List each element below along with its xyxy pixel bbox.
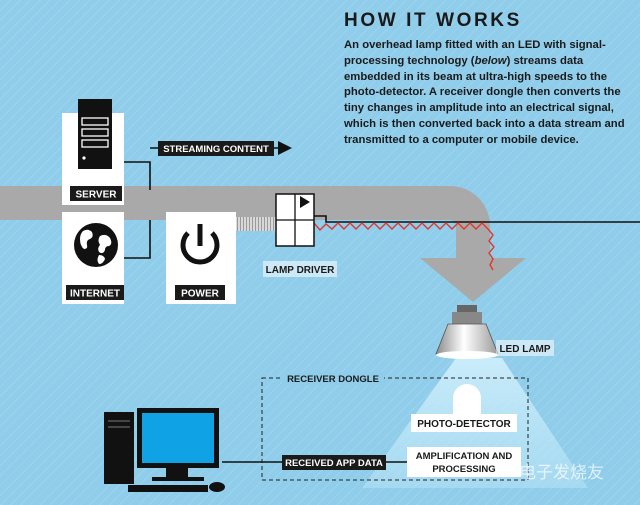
receiver-dongle-label: RECEIVER DONGLE (287, 374, 379, 385)
description-part2: ) streams data embedded in its beam at u… (344, 54, 625, 146)
power-box: POWER (166, 212, 236, 304)
amplification-label-line2: PROCESSING (432, 464, 495, 475)
power-spring (236, 217, 276, 231)
globe-icon (74, 223, 118, 267)
page-title: HOW IT WORKS (344, 10, 522, 31)
amplification-label-line1: AMPLIFICATION AND (416, 451, 513, 462)
watermark: 电子发烧友 (519, 463, 604, 483)
led-lamp: LED LAMP (435, 305, 554, 359)
arrow-icon (278, 141, 292, 155)
internet-label: INTERNET (70, 289, 120, 300)
received-app-data-label: RECEIVED APP DATA (285, 458, 383, 469)
lamp-driver-label: LAMP DRIVER (266, 265, 335, 276)
computer-icon (104, 408, 225, 492)
internet-box: INTERNET (62, 212, 124, 304)
receiver-dongle: RECEIVER DONGLE (261, 372, 529, 481)
description-emphasis: below (474, 54, 507, 67)
server-box: SERVER (62, 99, 124, 205)
received-app-data-tag: RECEIVED APP DATA (282, 455, 386, 470)
photo-detector-label: PHOTO-DETECTOR (417, 419, 511, 430)
streaming-content-tag: STREAMING CONTENT (158, 141, 274, 156)
led-lamp-label: LED LAMP (499, 344, 550, 355)
server-label: SERVER (76, 190, 118, 201)
photo-detector: PHOTO-DETECTOR (411, 384, 517, 432)
description-part1: An overhead lamp fitted with an LED with… (344, 39, 606, 67)
power-icon (180, 224, 220, 265)
signal-waveform (289, 221, 495, 271)
server-icon (78, 99, 112, 169)
description-text: An overhead lamp fitted with an LED with… (344, 38, 636, 149)
lamp-driver: LAMP DRIVER (263, 193, 337, 277)
amplification-box: AMPLIFICATION AND PROCESSING (407, 447, 521, 477)
lamp-icon (435, 305, 499, 359)
streaming-content-label: STREAMING CONTENT (163, 144, 269, 155)
power-label: POWER (181, 289, 220, 300)
